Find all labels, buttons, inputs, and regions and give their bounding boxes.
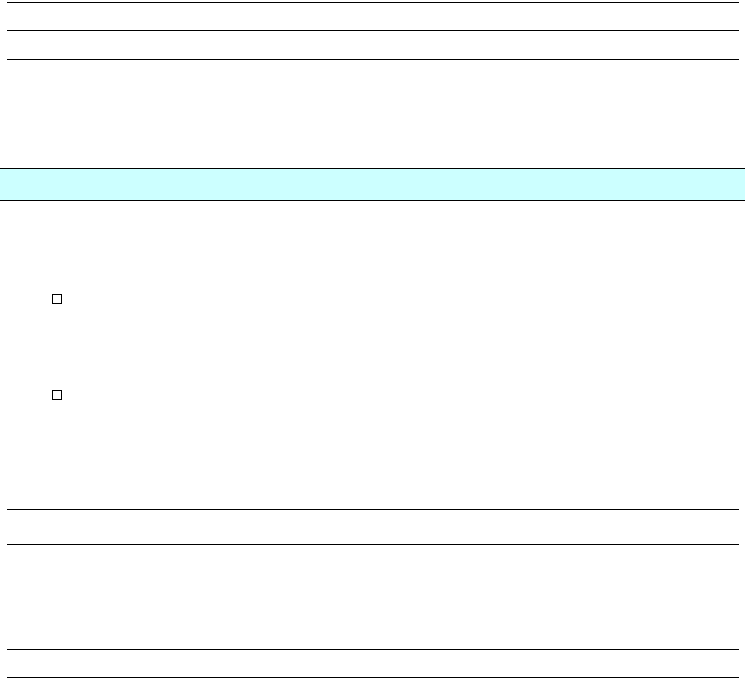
form-rule-5	[7, 544, 739, 545]
form-rule-2	[7, 30, 739, 31]
form-rule-6	[7, 649, 739, 650]
option-1-checkbox[interactable]	[52, 294, 62, 304]
section-header-band	[0, 168, 745, 201]
form-rule-3	[7, 59, 739, 60]
option-2-checkbox[interactable]	[52, 390, 62, 400]
form-rule-1	[7, 2, 739, 3]
form-rule-4	[7, 509, 739, 510]
